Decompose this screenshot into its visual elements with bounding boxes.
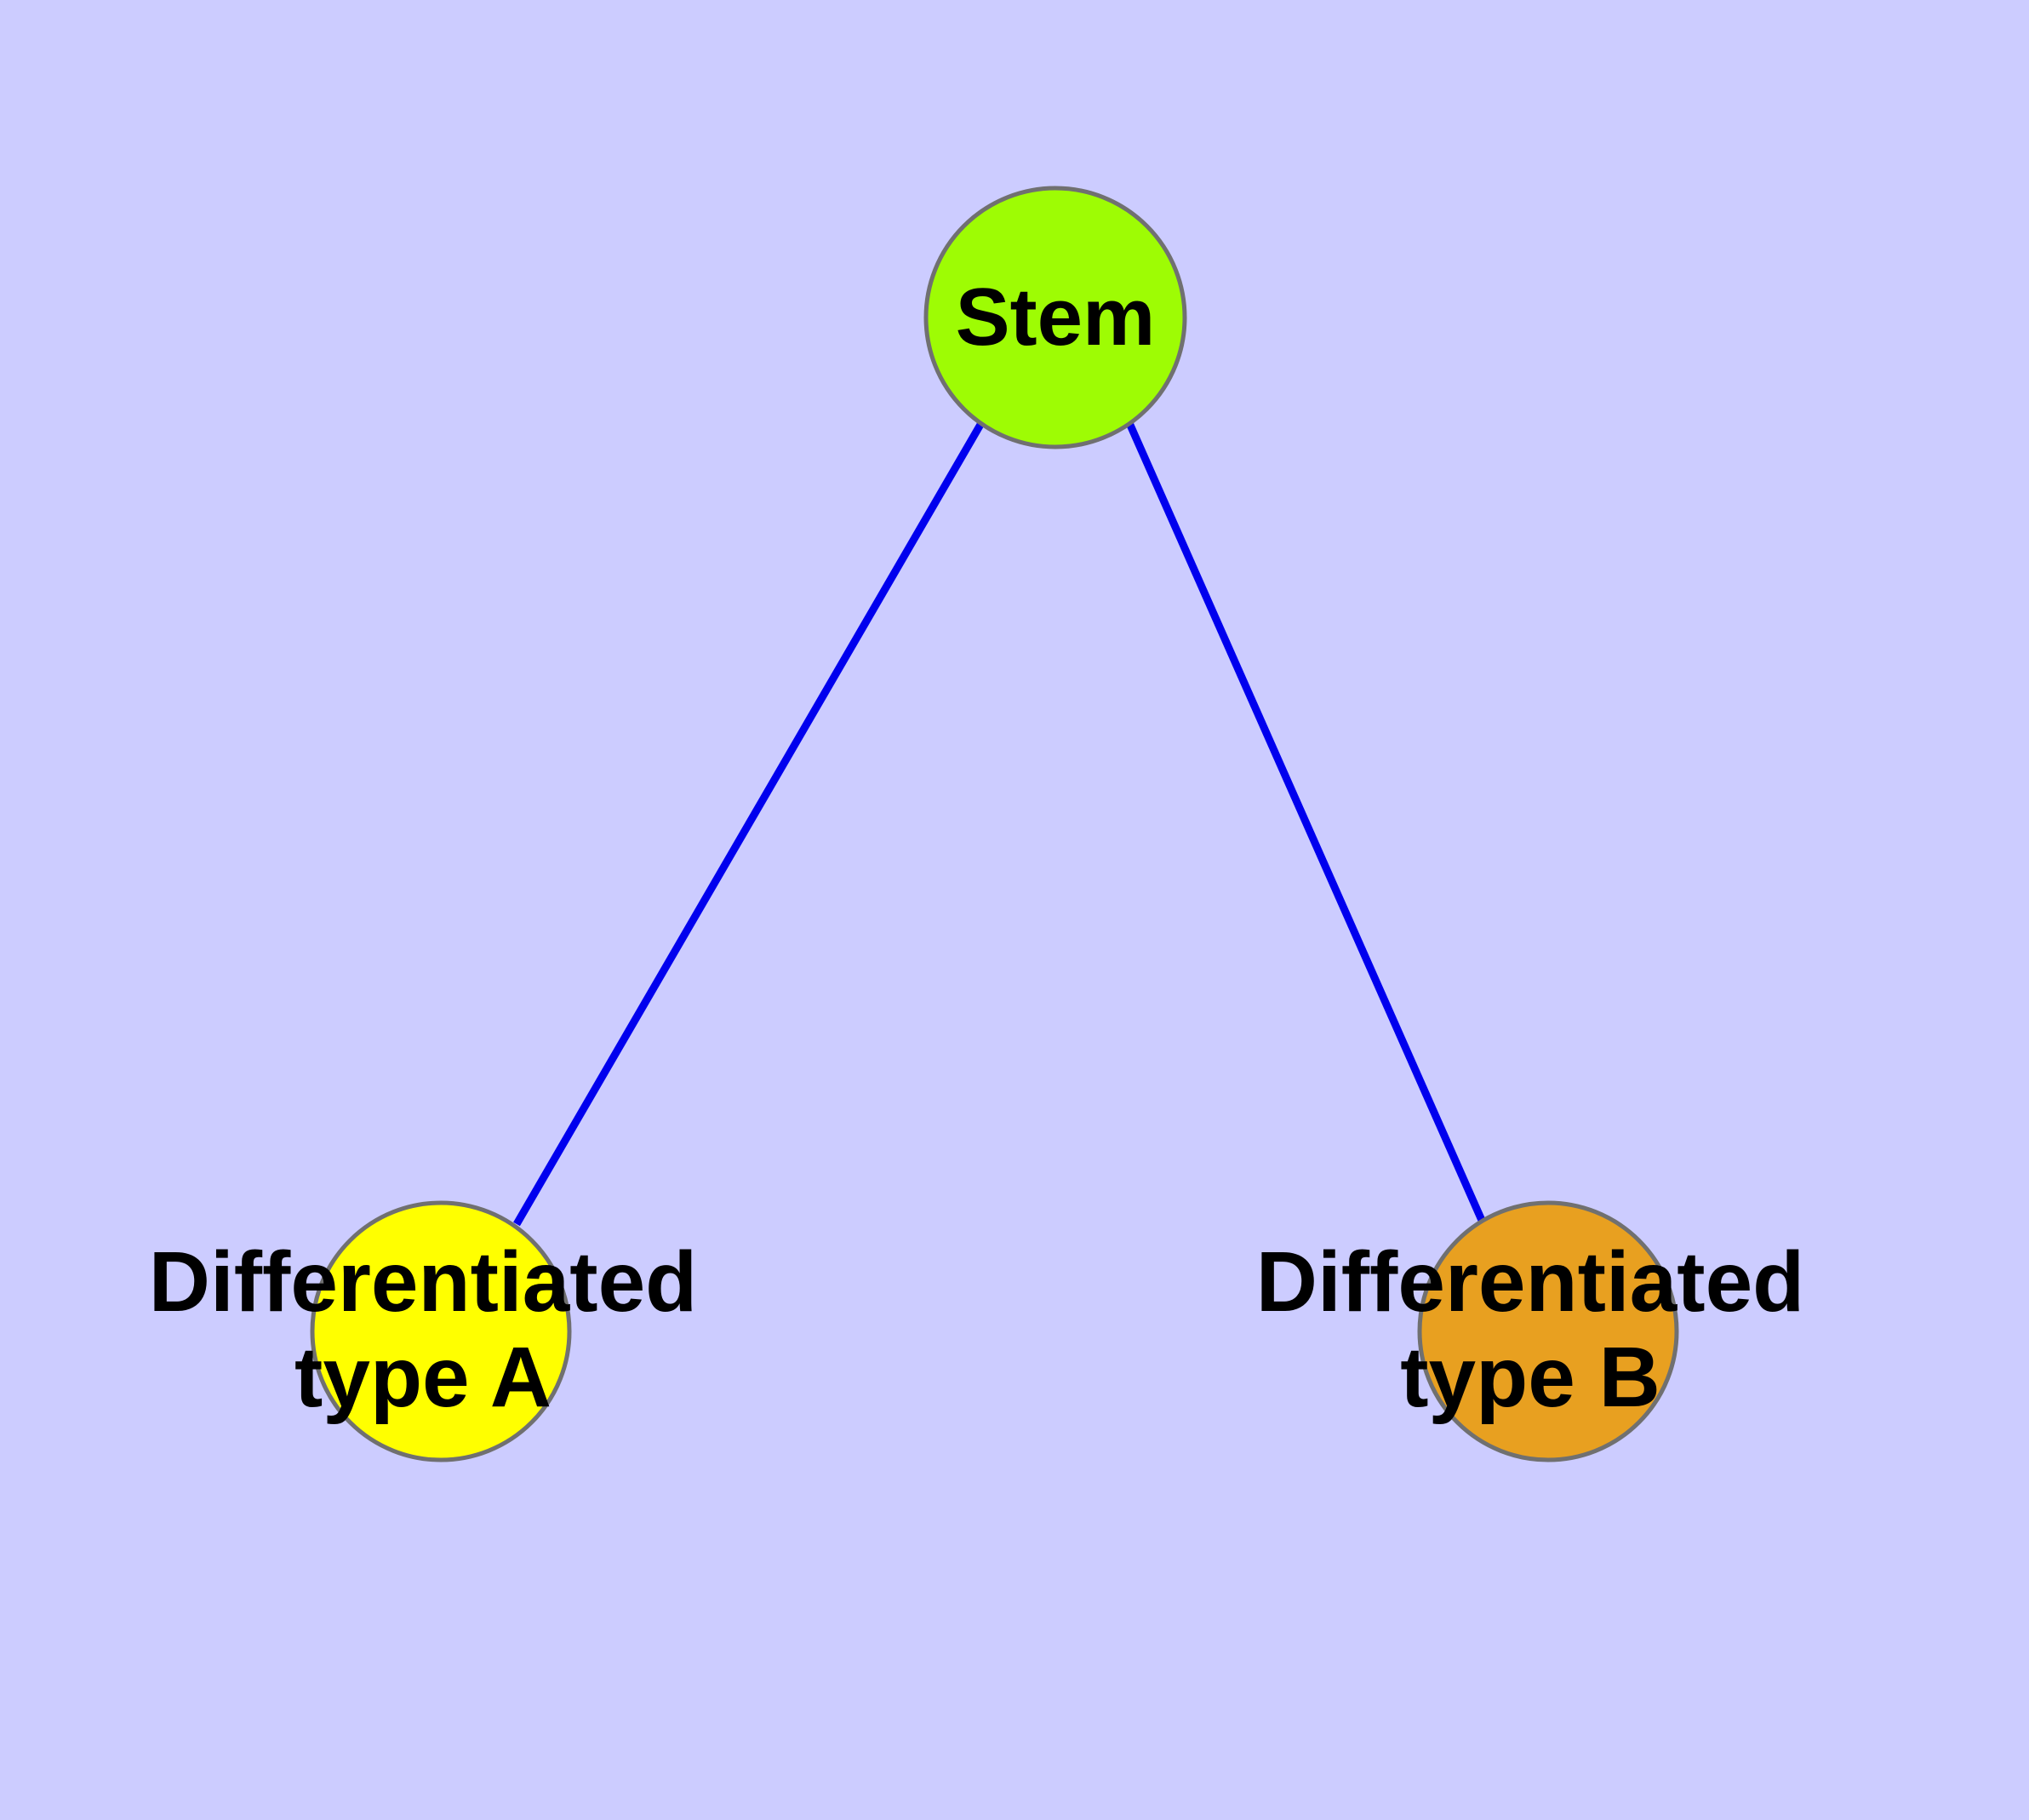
node-differentiated-type-a-circle[interactable] bbox=[310, 1200, 572, 1462]
node-differentiated-type-b-circle[interactable] bbox=[1417, 1200, 1679, 1462]
node-stem-circle[interactable] bbox=[923, 186, 1187, 449]
edge-stem-to-differentiated-type-a[interactable] bbox=[513, 421, 985, 1227]
edge-stem-to-differentiated-type-b[interactable] bbox=[1125, 421, 1488, 1226]
